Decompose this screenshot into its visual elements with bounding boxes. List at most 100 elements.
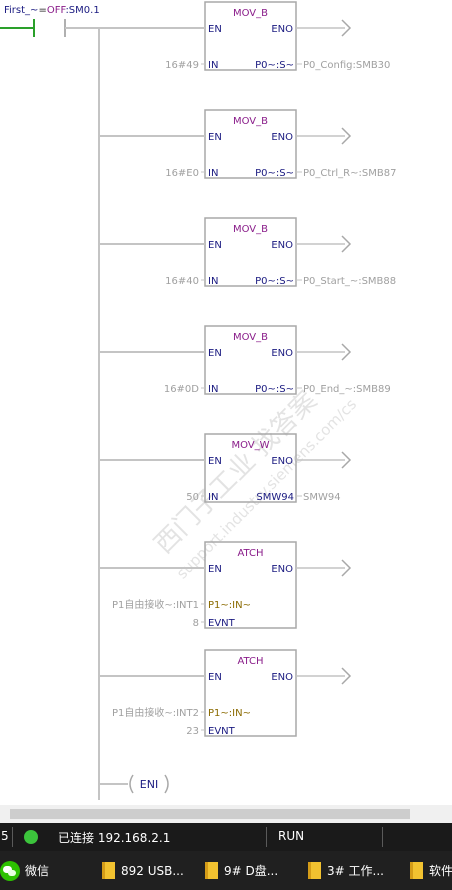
in-value: 16#0D (164, 384, 199, 395)
taskbar-item-folder-software[interactable]: 软件 (410, 851, 452, 890)
folder-icon (102, 862, 115, 879)
scrollbar-thumb[interactable] (10, 809, 410, 819)
folder-icon (410, 862, 423, 879)
in-pin: IN (208, 60, 218, 71)
eno-arrow-icon (341, 667, 352, 685)
eno-arrow-icon (341, 127, 352, 145)
eno-pin: ENO (271, 672, 293, 683)
en-pin: EN (208, 24, 222, 35)
out-value: P0_Start_~:SMB88 (303, 276, 396, 287)
eno-arrow-icon (341, 451, 352, 469)
atch-box-1[interactable]: ATCH EN ENO P1自由接收~:INT1 P1~:IN~ 8 EVNT (99, 541, 352, 629)
int-pin: P1~:IN~ (208, 600, 251, 611)
horizontal-scrollbar[interactable] (0, 805, 452, 823)
taskbar-item-label: 微信 (25, 864, 50, 878)
in-value: 16#E0 (165, 168, 199, 179)
eni-coil[interactable]: ENI (99, 774, 169, 794)
taskbar-item-folder-9[interactable]: 9# D盘... (205, 851, 278, 890)
box-outline (204, 109, 297, 179)
folder-icon (308, 862, 321, 879)
box-title: MOV_B (233, 332, 268, 343)
contact-symbol: First_~ (4, 5, 38, 16)
out-pin: P0~:S~ (255, 60, 294, 71)
in-pin: IN (208, 384, 218, 395)
in-pin: IN (208, 168, 218, 179)
eno-pin: ENO (271, 240, 293, 251)
evnt-pin: EVNT (208, 618, 236, 629)
in-value: 50 (186, 492, 199, 503)
en-pin: EN (208, 672, 222, 683)
ladder-editor[interactable]: 西门子工业 找答案 support.industry.siemens.com/c… (0, 0, 452, 805)
mov-box-1[interactable]: MOV_B EN ENO 16#49 IN P0~:S~ P0_Config:SMB30 (99, 1, 390, 71)
top-contact[interactable]: First_~=OFF:SM0.1 (0, 5, 100, 37)
plc-mode: RUN (278, 829, 305, 843)
box-title: ATCH (237, 656, 263, 667)
int-pin: P1~:IN~ (208, 708, 251, 719)
box-outline (204, 325, 297, 395)
out-pin: SMW94 (256, 492, 294, 503)
taskbar-item-label: 3# 工作... (327, 864, 384, 878)
folder-icon (205, 862, 218, 879)
taskbar-item-folder-892[interactable]: 892 USB... (102, 851, 184, 890)
out-pin: P0~:S~ (255, 384, 294, 395)
eni-label: ENI (140, 778, 158, 791)
eno-pin: ENO (271, 456, 293, 467)
out-value: P0_End_~:SMB89 (303, 384, 391, 395)
en-pin: EN (208, 348, 222, 359)
taskbar-item-label: 软件 (429, 864, 452, 878)
eno-arrow-icon (341, 235, 352, 253)
out-pin: P0~:S~ (255, 276, 294, 287)
connection-status: 已连接 192.168.2.1 (58, 831, 171, 845)
en-pin: EN (208, 456, 222, 467)
evnt-pin: EVNT (208, 726, 236, 737)
taskbar-item-label: 9# D盘... (224, 864, 279, 878)
contact-state: OFF (47, 5, 67, 16)
in-value: 16#40 (165, 276, 199, 287)
out-value: P0_Config:SMB30 (303, 60, 390, 71)
int-value: P1自由接收~:INT1 (112, 598, 199, 611)
status-separator (266, 827, 267, 847)
taskbar-item-folder-3[interactable]: 3# 工作... (308, 851, 384, 890)
box-outline (204, 217, 297, 287)
box-title: MOV_B (233, 8, 268, 19)
eno-pin: ENO (271, 24, 293, 35)
box-outline (204, 649, 297, 737)
evnt-value: 8 (193, 618, 199, 629)
box-outline (204, 433, 297, 503)
en-pin: EN (208, 240, 222, 251)
status-left-fragment: 5 (1, 829, 9, 843)
in-value: 16#49 (165, 60, 199, 71)
int-value: P1自由接收~:INT2 (112, 706, 199, 719)
en-pin: EN (208, 564, 222, 575)
status-bar: 5 已连接 192.168.2.1 RUN (0, 823, 452, 851)
eno-arrow-icon (341, 343, 352, 361)
editor-background (0, 0, 452, 805)
eno-arrow-icon (341, 559, 352, 577)
out-value: P0_Ctrl_R~:SMB87 (303, 168, 396, 179)
in-pin: IN (208, 492, 218, 503)
taskbar: 微信 892 USB... 9# D盘... 3# 工作... 软件 (0, 851, 452, 890)
connection-status-icon (24, 830, 38, 844)
box-title: MOV_W (231, 440, 269, 451)
box-outline (204, 1, 297, 71)
eni-right-paren (164, 774, 169, 794)
wechat-icon (0, 860, 20, 881)
eni-left-paren (129, 774, 134, 794)
out-pin: P0~:S~ (255, 168, 294, 179)
eno-pin: ENO (271, 564, 293, 575)
box-title: ATCH (237, 548, 263, 559)
eno-pin: ENO (271, 132, 293, 143)
contact-label: First_~=OFF:SM0.1 (4, 5, 100, 16)
in-pin: IN (208, 276, 218, 287)
mov-box-5[interactable]: MOV_W EN ENO 50 IN SMW94 SMW94 (99, 433, 352, 503)
out-value: SMW94 (303, 492, 341, 503)
taskbar-item-wechat[interactable]: 微信 (0, 851, 49, 890)
contact-address: :SM0.1 (65, 5, 99, 16)
en-pin: EN (208, 132, 222, 143)
taskbar-item-label: 892 USB... (121, 863, 184, 878)
box-outline (204, 541, 297, 629)
